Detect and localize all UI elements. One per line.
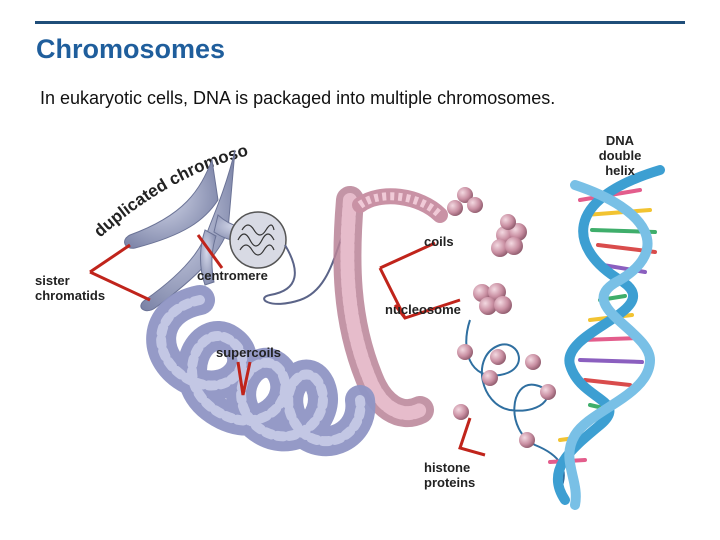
- pointer-nucleosome: [393, 298, 461, 320]
- title-rule: [35, 21, 685, 24]
- supercoils-structure: [146, 285, 376, 457]
- label-sister-chromatids: sister chromatids: [35, 273, 106, 303]
- page-subtitle: In eukaryotic cells, DNA is packaged int…: [40, 88, 556, 108]
- nucleosome-clusters: [447, 187, 527, 315]
- label-histone-proteins: histone proteins: [424, 460, 476, 490]
- label-nucleosome: nucleosome: [385, 302, 461, 317]
- label-coils: coils: [424, 234, 454, 249]
- label-centromere: centromere: [197, 268, 268, 283]
- pointer-supercoils: [236, 361, 252, 396]
- label-supercoils: supercoils: [216, 345, 282, 360]
- pointer-centromere: [196, 234, 224, 269]
- pointer-coils: [379, 241, 436, 270]
- pointer-lines: [89, 234, 486, 457]
- dna-double-helix: [548, 165, 665, 510]
- pointer-sister-chromatids: [89, 243, 151, 302]
- page-title: Chromosomes: [36, 34, 226, 64]
- coiled-fiber: [333, 186, 448, 428]
- histone-beads: [453, 344, 556, 448]
- pointer-nucleosome-stem: [378, 267, 407, 319]
- label-dna-double-helix: DNA double helix: [598, 133, 642, 178]
- pointer-histone-proteins: [458, 417, 486, 457]
